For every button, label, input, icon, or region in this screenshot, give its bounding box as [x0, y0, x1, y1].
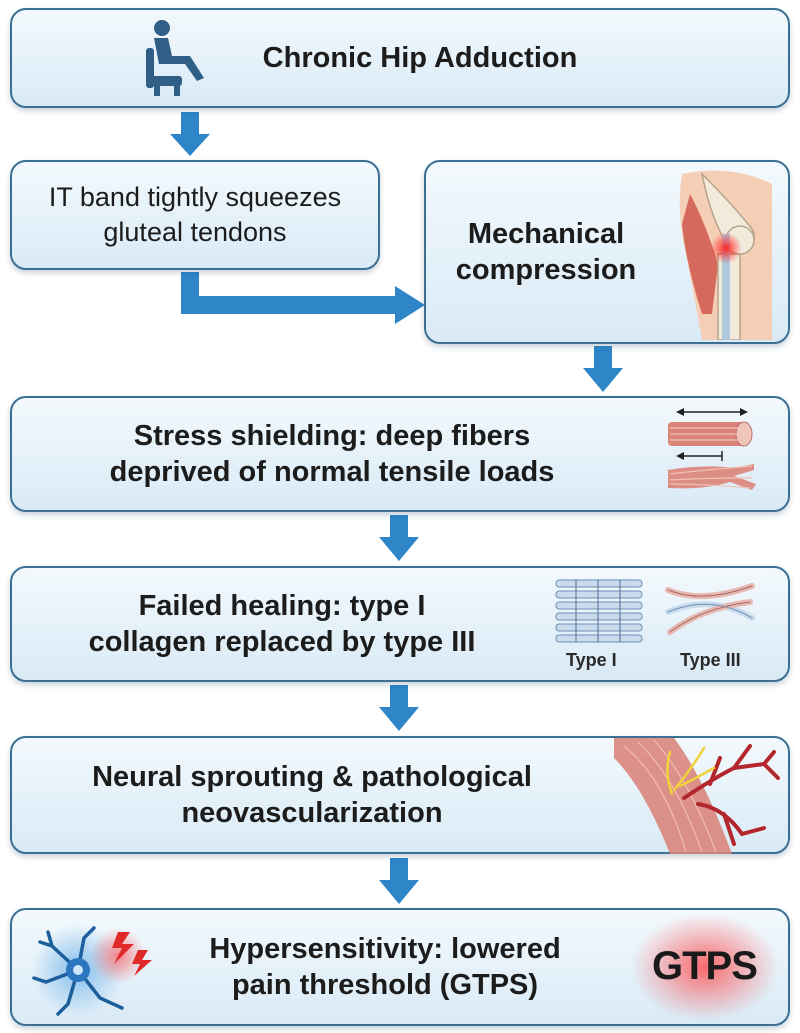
collagen-type-1-label: Type I: [566, 650, 617, 670]
step-hip-adduction: Chronic Hip Adduction: [10, 8, 790, 108]
arrow-elbow: [181, 272, 425, 324]
step-neural-line1: Neural sprouting & pathological: [92, 761, 532, 793]
step-shielding-line1: Stress shielding: deep fibers: [133, 420, 531, 452]
step-failed-healing: Failed healing: type I collagen replaced…: [10, 566, 790, 682]
gtps-glow: [631, 913, 779, 1021]
neuron-pain-icon: [32, 924, 152, 1016]
arrow-down-1: [170, 112, 210, 156]
seated-person-icon: [146, 20, 204, 96]
nerve-vessel-illustration: [614, 738, 780, 854]
gtps-badge: GTPS: [652, 944, 758, 988]
step-stress-shielding: Stress shielding: deep fibers deprived o…: [10, 396, 790, 512]
step-healing-line1: Failed healing: type I: [138, 590, 426, 622]
hip-anatomy-illustration: [679, 170, 772, 340]
collagen-type-3-icon: [665, 583, 755, 635]
arrow-down-4: [379, 685, 419, 731]
collagen-type-3-label: Type III: [680, 650, 741, 670]
arrow-down-2: [583, 346, 623, 392]
step-hyper-line2: pain threshold (GTPS): [231, 969, 539, 1001]
step-hip-adduction-title: Chronic Hip Adduction: [262, 42, 578, 74]
arrow-down-3: [379, 515, 419, 561]
collagen-types-illustration: [555, 579, 755, 643]
step-it-band-squeeze: IT band tightly squeezes gluteal tendons: [10, 160, 380, 270]
step-hyper-line1: Hypersensitivity: lowered: [209, 933, 561, 965]
step-it-band-line2: gluteal tendons: [103, 217, 287, 247]
step-it-band-line1: IT band tightly squeezes: [48, 182, 342, 212]
step-compression-line1: Mechanical: [467, 218, 625, 250]
step-healing-line2: collagen replaced by type III: [88, 626, 476, 658]
step-shielding-line2: deprived of normal tensile loads: [109, 456, 555, 488]
step-neural-line2: neovascularization: [181, 797, 443, 829]
tendon-fibers-illustration: [668, 408, 756, 490]
arrow-down-5: [379, 858, 419, 904]
step-mechanical-compression: Mechanical compression: [424, 160, 790, 344]
step-compression-line2: compression: [455, 254, 637, 286]
collagen-type-1-icon: [555, 579, 643, 643]
